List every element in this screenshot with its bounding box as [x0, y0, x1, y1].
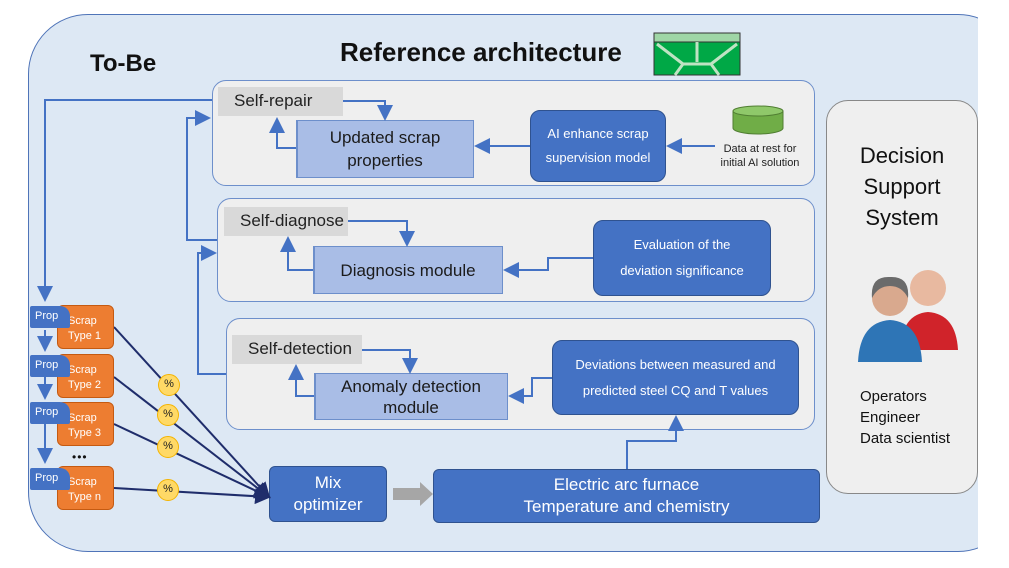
dss-title: Decision Support System — [826, 140, 978, 233]
percent-badge: % — [157, 479, 179, 501]
dss-line1: Decision — [859, 143, 945, 168]
scrap-type: Type 3 — [68, 427, 102, 439]
furnace-line1: Electric arc furnace — [553, 475, 700, 494]
scrap-label: Scrap — [68, 412, 97, 424]
prop-flag[interactable]: Prop — [30, 355, 70, 377]
database-icon — [732, 105, 784, 135]
diagnosis-module[interactable]: Diagnosis module — [313, 246, 503, 294]
percent-badge: % — [157, 436, 179, 458]
scrap-type: Type n — [68, 491, 102, 503]
percent-badge: % — [158, 374, 180, 396]
scrap-type: Type 2 — [68, 379, 102, 391]
role-data-scientist: Data scientist — [860, 430, 951, 447]
prop-flag[interactable]: Prop — [30, 306, 70, 328]
prop-flag[interactable]: Prop — [30, 468, 70, 490]
scrap-label: Scrap — [68, 476, 97, 488]
scrap-type: Type 1 — [68, 330, 102, 342]
scrap-label: Scrap — [68, 364, 97, 376]
scrap-label: Scrap — [68, 315, 97, 327]
role-operators: Operators — [860, 388, 927, 405]
furnace-line2: Temperature and chemistry — [523, 497, 730, 516]
evaluation-box[interactable]: Evaluation of the deviation significance — [593, 220, 771, 296]
role-engineer: Engineer — [860, 409, 921, 426]
dss-roles: Operators Engineer Data scientist — [860, 386, 950, 449]
updated-scrap-properties-module[interactable]: Updated scrap properties — [296, 120, 474, 178]
deviations-box[interactable]: Deviations between measured and predicte… — [552, 340, 799, 415]
page-title: Reference architecture — [340, 37, 622, 67]
ai-model-box[interactable]: AI enhance scrap supervision model — [530, 110, 666, 182]
dss-line2: Support — [863, 174, 941, 199]
users-icon — [858, 270, 958, 362]
to-be-label: To-Be — [90, 50, 157, 77]
data-at-rest-label: Data at rest for initial AI solution — [720, 143, 800, 169]
self-repair-label: Self-repair — [218, 87, 343, 116]
mix-optimizer-box[interactable]: Mix optimizer — [269, 466, 387, 522]
self-diagnose-label: Self-diagnose — [224, 207, 348, 236]
dss-line3: System — [865, 205, 939, 230]
electric-arc-furnace-box[interactable]: Electric arc furnace Temperature and che… — [433, 469, 820, 523]
percent-badge: % — [157, 404, 179, 426]
ellipsis: ••• — [72, 450, 88, 464]
right-margin — [978, 0, 1009, 568]
prop-flag[interactable]: Prop — [30, 402, 70, 424]
architecture-logo-icon — [653, 32, 741, 76]
self-detection-label: Self-detection — [232, 335, 362, 364]
anomaly-detection-module[interactable]: Anomaly detection module — [314, 373, 508, 420]
